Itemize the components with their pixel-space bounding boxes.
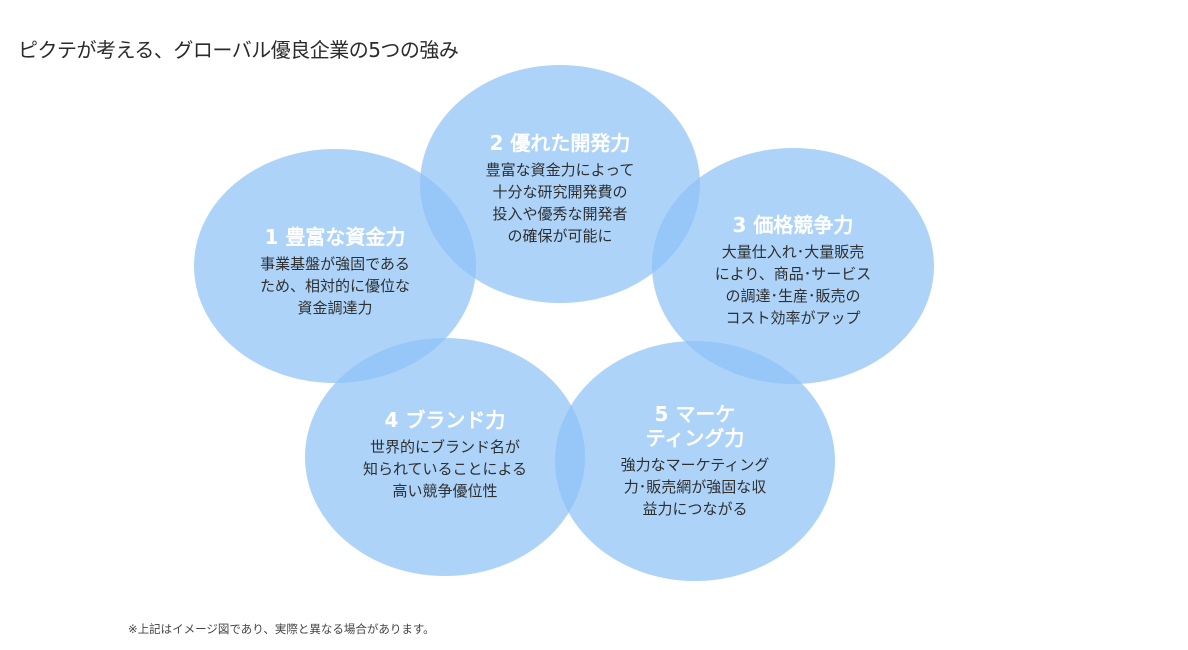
page-title: ピクテが考える、グローバル優良企業の5つの強み <box>18 38 459 62</box>
strength-4: 4 ブランド力 世界的にブランド名が 知られていることによる 高い競争優位性 <box>363 408 527 502</box>
circle-4-brand <box>305 338 585 576</box>
strength-2-body: 豊富な資金力によって 十分な研究開発費の 投入や優秀な開発者 の確保が可能に <box>485 161 635 245</box>
strength-1: 1 豊富な資金力 事業基盤が強固である ため、相対的に優位な 資金調達力 <box>260 225 410 319</box>
strength-1-body: 事業基盤が強固である ため、相対的に優位な 資金調達力 <box>259 255 411 317</box>
strength-2: 2 優れた開発力 豊富な資金力によって 十分な研究開発費の 投入や優秀な開発者 … <box>486 131 635 247</box>
strength-4-heading: 4 ブランド力 <box>384 408 506 432</box>
circle-5-marketing <box>555 341 835 581</box>
strength-1-heading: 1 豊富な資金力 <box>264 225 406 249</box>
strength-3-heading: 3 価格競争力 <box>732 213 854 237</box>
strength-3: 3 価格競争力 大量仕入れ･大量販売 により、商品･サービス の調達･生産･販売… <box>715 213 872 329</box>
strength-5: 5 マーケ ティング力 強力なマーケティング 力･販売網が強固な収 益力につなが… <box>621 402 770 520</box>
strength-2-heading: 2 優れた開発力 <box>489 131 631 155</box>
footnote: ※上記はイメージ図であり、実際と異なる場合があります。 <box>128 622 435 636</box>
circle-2-development <box>420 65 700 303</box>
strength-4-body: 世界的にブランド名が 知られていることによる 高い競争優位性 <box>362 438 528 500</box>
circle-1-funding <box>194 149 476 383</box>
strength-5-heading: 5 マーケ ティング力 <box>645 402 745 450</box>
strength-5-body: 強力なマーケティング 力･販売網が強固な収 益力につながる <box>620 456 770 518</box>
strength-3-body: 大量仕入れ･大量販売 により、商品･サービス の調達･生産･販売の コスト効率が… <box>714 243 872 327</box>
circle-3-price <box>652 148 934 384</box>
